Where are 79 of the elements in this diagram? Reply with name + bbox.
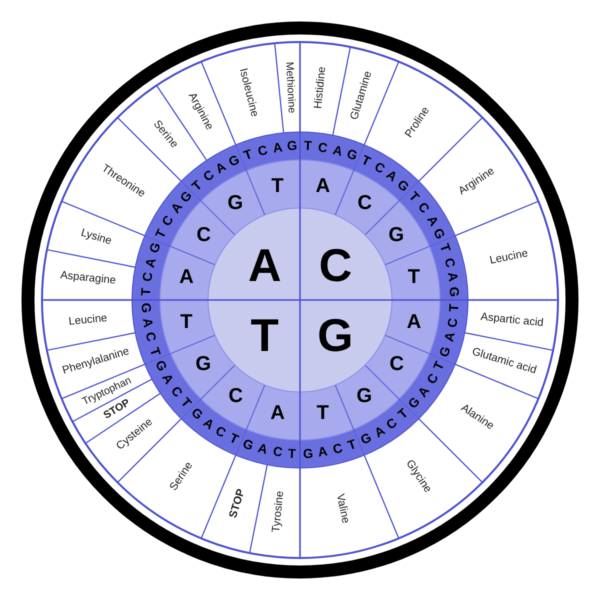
third-base-letter: C — [143, 331, 159, 344]
second-base-letter: A — [406, 312, 422, 334]
first-base-letter: T — [250, 311, 279, 360]
third-base-letter: T — [147, 346, 163, 358]
third-base-letter: A — [442, 331, 458, 344]
third-base-letter: G — [241, 436, 256, 453]
second-base-letter: C — [196, 225, 211, 246]
amino-acid-label: STOP — [226, 486, 248, 522]
second-base-letter: T — [316, 403, 329, 424]
third-base-letter: T — [446, 303, 461, 312]
third-base-letter: G — [287, 138, 298, 154]
third-base-letter: G — [152, 358, 170, 374]
third-base-letter: T — [152, 227, 169, 240]
third-base-letter: T — [139, 288, 154, 297]
third-base-letter: A — [256, 441, 269, 457]
third-base-letter: T — [303, 138, 312, 153]
third-base-letter: A — [424, 213, 441, 228]
second-base-letter: G — [196, 354, 212, 375]
third-base-letter: G — [139, 302, 154, 313]
second-base-letter: A — [316, 176, 330, 197]
third-base-letter: G — [302, 446, 313, 461]
third-base-letter: T — [228, 431, 241, 447]
third-base-letter: C — [160, 213, 176, 228]
amino-acid-label: Aspartic acid — [479, 311, 545, 330]
amino-acid-label: Leucine — [67, 311, 109, 330]
third-base-letter: A — [140, 316, 156, 328]
second-base-letter: G — [228, 193, 244, 214]
third-base-letter: T — [242, 147, 254, 163]
third-base-letter: G — [226, 152, 242, 169]
third-base-letter: C — [214, 424, 229, 440]
third-base-letter: T — [288, 446, 297, 461]
amino-acid-label: Isoleucine — [236, 66, 262, 120]
amino-acid-label: Histidine — [311, 65, 330, 112]
third-base-letter: G — [344, 146, 359, 163]
first-base-letter: C — [318, 240, 352, 289]
third-base-letter: C — [317, 140, 328, 155]
third-base-letter: G — [430, 226, 448, 242]
third-base-letter: C — [372, 159, 387, 176]
second-base-letter: G — [388, 225, 404, 246]
second-base-letter: T — [408, 266, 420, 288]
third-base-letter: A — [272, 140, 284, 155]
third-base-letter: A — [331, 142, 344, 158]
amino-acid-label: Leucine — [488, 246, 530, 270]
second-base-letter: G — [356, 386, 372, 407]
third-base-letter: C — [424, 371, 441, 386]
third-base-letter: C — [331, 441, 344, 457]
second-base-letter: T — [180, 312, 192, 334]
third-base-letter: A — [317, 444, 328, 460]
first-base-letter: G — [317, 311, 354, 360]
third-base-letter: T — [431, 359, 448, 372]
third-base-letter: G — [146, 240, 164, 255]
third-base-letter: A — [445, 272, 460, 283]
third-base-letter: A — [372, 424, 387, 440]
amino-acid-label: Lysine — [78, 226, 114, 250]
second-base-letter: A — [179, 266, 194, 288]
third-base-letter: A — [143, 256, 159, 269]
third-base-letter: C — [272, 444, 284, 460]
third-base-letter: C — [445, 316, 460, 328]
third-base-letter: C — [140, 272, 156, 283]
second-base-letter: C — [357, 193, 372, 214]
amino-acid-label: Methionine — [282, 60, 297, 116]
second-base-letter: T — [271, 176, 284, 197]
amino-acid-label: Tyrosine — [270, 489, 288, 535]
third-base-letter: T — [346, 437, 358, 453]
second-base-letter: C — [228, 386, 243, 407]
third-base-letter: T — [359, 152, 372, 168]
first-base-letter: A — [248, 240, 282, 289]
third-base-letter: C — [256, 142, 269, 158]
third-base-letter: A — [160, 371, 176, 386]
amino-acid-label: Asparagine — [58, 269, 118, 288]
third-base-letter: C — [442, 256, 458, 269]
third-base-letter: T — [437, 242, 453, 254]
second-base-letter: A — [270, 403, 285, 424]
third-base-letter: A — [214, 159, 229, 176]
third-base-letter: G — [446, 286, 461, 298]
second-base-letter: C — [389, 354, 404, 375]
third-base-letter: G — [358, 430, 374, 448]
third-base-letter: G — [436, 344, 454, 359]
amino-acid-label: Valine — [332, 492, 352, 526]
